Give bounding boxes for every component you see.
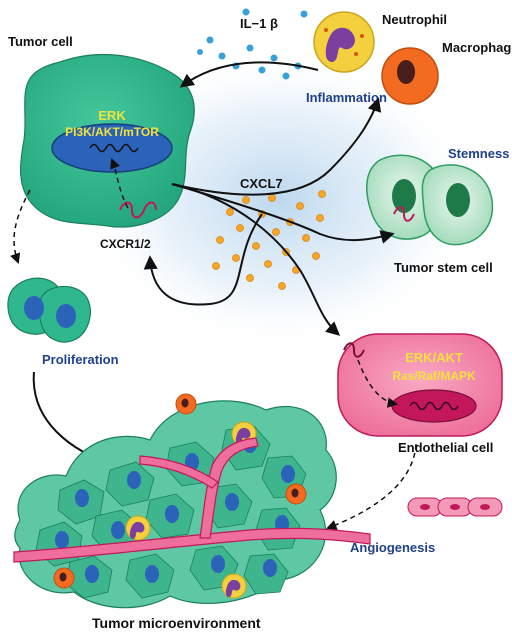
tumor-microenvironment [13, 393, 371, 609]
endothelial-to-angiogenesis-arrow [326, 443, 417, 530]
receptor-to-endo-nucleus-arrow [357, 359, 399, 408]
stemness-label: Stemness [448, 146, 509, 161]
tumor-to-inflammation-arrow [171, 97, 382, 196]
cxcr-label: CXCR1/2 [100, 237, 151, 251]
receptor-to-nucleus-arrow [110, 158, 129, 209]
endothelial-dna-icon [409, 401, 459, 411]
inflammation-label: Inflammation [306, 90, 387, 105]
neutrophil-label: Neutrophil [382, 12, 447, 27]
receptor-coil-icon [119, 201, 157, 219]
dna-icon [89, 143, 139, 153]
tumor-microenvironment-label: Tumor microenvironment [92, 615, 261, 631]
endothelial-chain [407, 497, 503, 517]
tme-macrophages [53, 393, 307, 589]
endo-ras-raf-label: Ras/Raf/MAPK [392, 369, 476, 383]
endothelial-cell: ERK/AKT Ras/Raf/MAPK [337, 333, 503, 437]
il1b-label: IL−1 β [240, 16, 278, 31]
tumor-stem-cells [366, 154, 494, 246]
stem-receptor-coil-icon [393, 206, 415, 222]
tme-neutrophils [125, 421, 257, 599]
endothelial-cell-label: Endothelial cell [398, 440, 493, 455]
tumor-erk-label: ERK [98, 108, 126, 123]
cxcl7-dots [212, 190, 326, 290]
neutrophil [313, 11, 375, 73]
tumor-cell-nucleus [51, 123, 173, 173]
endothelial-receptor-coil-icon [343, 342, 365, 358]
tumor-cell: ERK PI3K/AKT/mTOR [19, 53, 195, 228]
cxcl7-label: CXCL7 [240, 176, 283, 191]
tumor-to-endothelial-arrow [171, 183, 341, 336]
tumor-to-stemness-arrow [171, 183, 395, 244]
endo-erk-akt-label: ERK/AKT [405, 350, 463, 365]
autocrine-loop-arrow [143, 213, 263, 306]
blood-vessel [13, 437, 371, 563]
tumor-stem-cell-label: Tumor stem cell [394, 260, 493, 275]
macrophage-label: Macrophage [442, 40, 512, 55]
il1b-to-tumor-arrow [179, 61, 319, 88]
tumor-pi3k-label: PI3K/AKT/mTOR [65, 125, 159, 139]
angiogenesis-label: Angiogenesis [350, 540, 435, 555]
macrophage [381, 47, 439, 105]
proliferation-cells [7, 277, 91, 343]
tumor-cell-title: Tumor cell [8, 34, 73, 49]
tumor-to-proliferation-arrow [10, 189, 31, 264]
proliferation-label: Proliferation [42, 352, 119, 367]
